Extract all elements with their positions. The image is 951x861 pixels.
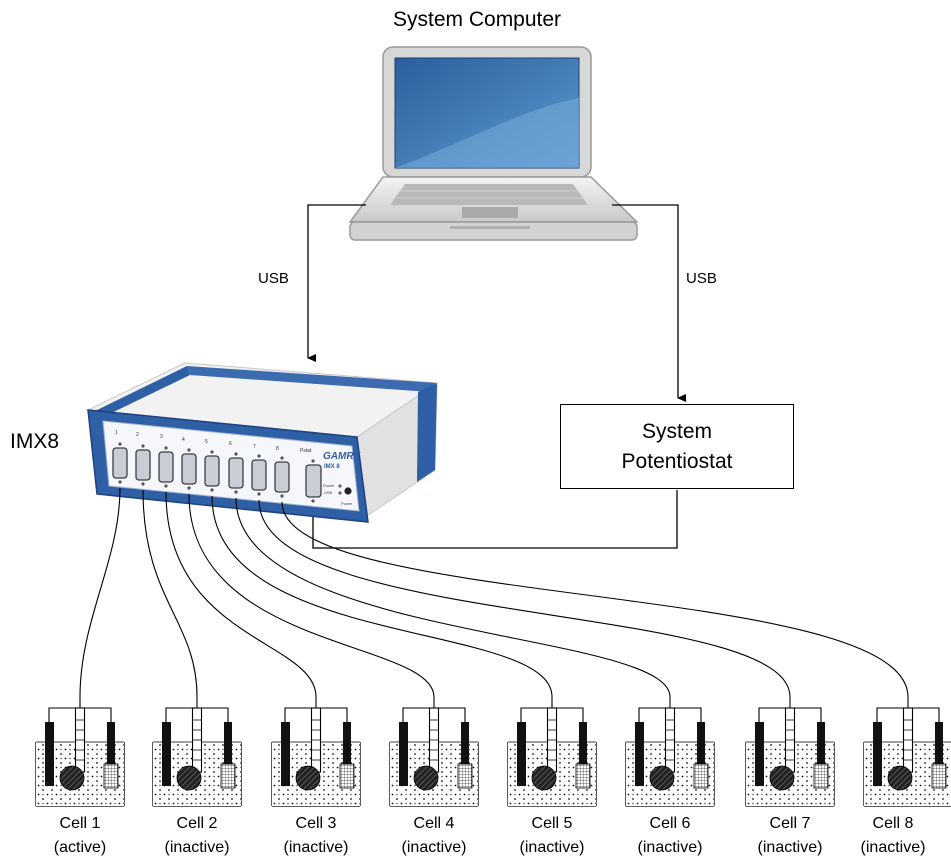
- cell-cables: [79, 487, 909, 698]
- cell-name: Cell 3: [295, 815, 337, 832]
- cell-status: (inactive): [757, 839, 823, 856]
- cell-7: [745, 697, 835, 807]
- cell-status: (inactive): [519, 839, 585, 856]
- cell-4: [389, 697, 479, 807]
- cell-5-caption: Cell 5 (inactive): [494, 812, 610, 860]
- cell-7-caption: Cell 7 (inactive): [732, 812, 848, 860]
- laptop-icon: [348, 46, 639, 241]
- cell-status: (inactive): [860, 839, 926, 856]
- cable-cell-7: [258, 499, 791, 698]
- system-potentiostat-box: System Potentiostat: [560, 404, 794, 489]
- cell-name: Cell 2: [176, 815, 218, 832]
- cell-name: Cell 6: [649, 815, 691, 832]
- cable-cell-8: [281, 501, 909, 698]
- cell-1: [35, 697, 125, 807]
- port-6: [228, 457, 244, 489]
- cell-3-caption: Cell 3 (inactive): [258, 812, 374, 860]
- cell-name: Cell 4: [413, 815, 455, 832]
- port-number: 6: [229, 441, 232, 447]
- cell-status: (inactive): [283, 839, 349, 856]
- port-number: 1: [115, 430, 118, 436]
- cell-name: Cell 7: [769, 815, 811, 832]
- gamry-logo: GAMRY: [323, 451, 361, 462]
- port-8: [274, 461, 290, 493]
- usb-cable-mux: [307, 204, 366, 362]
- cell-5: [507, 697, 597, 807]
- cell-6: [625, 697, 715, 807]
- usb-label-left: USB: [258, 270, 289, 287]
- usb-led-label: USB: [324, 490, 333, 495]
- cell-status: (active): [53, 839, 107, 856]
- port-number: 3: [160, 434, 163, 440]
- cable-cell-3: [165, 491, 317, 698]
- port-pstat: [305, 464, 322, 498]
- port-number: 2: [136, 432, 139, 438]
- cell-8: [863, 697, 951, 807]
- port-number: 5: [205, 439, 208, 445]
- system-computer-label: System Computer: [393, 8, 562, 31]
- cell-8-caption: Cell 8 (inactive): [835, 812, 951, 860]
- potentiostat-label-line2: Potentiostat: [621, 449, 733, 473]
- port-number: 7: [253, 444, 256, 450]
- cell-3: [271, 697, 361, 807]
- pstat-port-label: Pstat: [300, 448, 312, 454]
- cable-cell-2: [142, 489, 198, 698]
- cable-cell-1: [79, 487, 121, 698]
- usb-label-right: USB: [686, 270, 717, 287]
- pstat-cable: [312, 490, 678, 549]
- cell-4-caption: Cell 4 (inactive): [376, 812, 492, 860]
- port-number: 8: [276, 446, 279, 452]
- cable-cell-5: [211, 495, 553, 698]
- power-switch-label: Power: [341, 501, 353, 506]
- cable-cell-6: [235, 497, 671, 698]
- potentiostat-label-line1: System: [641, 419, 712, 443]
- port-5: [204, 455, 220, 487]
- port-2: [135, 449, 151, 481]
- cell-2-caption: Cell 2 (inactive): [139, 812, 255, 860]
- port-4: [181, 453, 197, 485]
- port-number: 4: [182, 437, 185, 443]
- cell-status: (inactive): [164, 839, 230, 856]
- cell-1-caption: Cell 1 (active): [22, 812, 138, 860]
- usb-cable-potentiostat: [612, 204, 686, 402]
- cell-name: Cell 5: [531, 815, 573, 832]
- model-badge: IMX 8: [324, 464, 340, 470]
- imx8-label: IMX8: [10, 430, 60, 453]
- power-led: [338, 484, 342, 488]
- port-1: [112, 447, 128, 479]
- power-switch: [344, 487, 352, 495]
- cell-6-caption: Cell 6 (inactive): [612, 812, 728, 860]
- imx8-multiplexer: 1 2 3 4 5 6 7 8 Pstat: [86, 362, 439, 523]
- cell-name: Cell 1: [59, 815, 101, 832]
- cell-name: Cell 8: [872, 815, 914, 832]
- cell-status: (inactive): [637, 839, 703, 856]
- port-7: [251, 459, 267, 491]
- cell-status: (inactive): [401, 839, 467, 856]
- usb-led: [338, 491, 342, 495]
- cell-2: [152, 697, 242, 807]
- power-led-label: Power: [323, 483, 335, 488]
- cable-cell-4: [188, 493, 435, 698]
- port-3: [158, 451, 174, 483]
